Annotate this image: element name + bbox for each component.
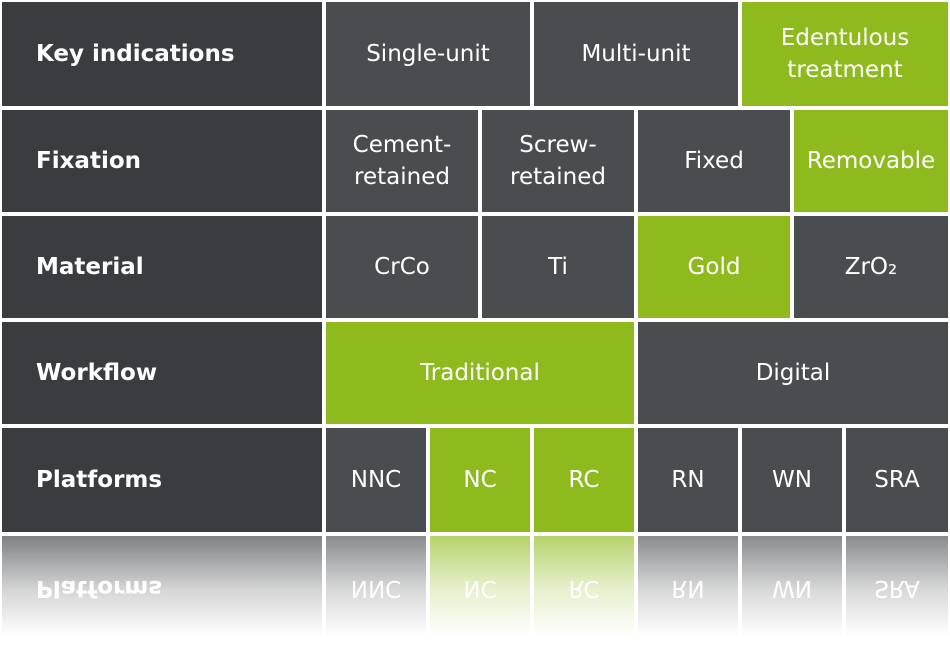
row-workflow: Workflow Traditional Digital bbox=[2, 322, 948, 424]
cell-text: Ti bbox=[548, 254, 568, 280]
reflection-text: NC bbox=[463, 575, 497, 601]
reflection-text: RC bbox=[568, 575, 600, 601]
cell-nc[interactable]: NC bbox=[430, 428, 530, 532]
cell-crco[interactable]: CrCo bbox=[326, 216, 478, 318]
row-key-indications: Key indications Single-unit Multi-unit E… bbox=[2, 2, 948, 106]
cell-text: Gold bbox=[687, 254, 741, 280]
cell-ti[interactable]: Ti bbox=[482, 216, 634, 318]
reflection-text: SRA bbox=[874, 575, 920, 601]
cell-text: NC bbox=[463, 467, 497, 493]
cell-text: RN bbox=[671, 467, 705, 493]
row-label: Key indications bbox=[2, 2, 322, 106]
cell-text: Screw-retained bbox=[510, 132, 606, 190]
cell-text: Multi-unit bbox=[581, 41, 691, 67]
row-label: Platforms bbox=[2, 428, 322, 532]
reflection-cell: SRA bbox=[846, 536, 948, 640]
cell-text: SRA bbox=[874, 467, 920, 493]
reflection-label: Platforms bbox=[2, 536, 322, 640]
cell-multi-unit[interactable]: Multi-unit bbox=[534, 2, 738, 106]
cell-removable[interactable]: Removable bbox=[794, 110, 948, 212]
platforms-reflection: Platforms NNC NC RC RN WN SRA bbox=[0, 536, 950, 654]
reflection-text: NNC bbox=[350, 575, 402, 601]
reflection-cell: WN bbox=[742, 536, 842, 640]
cell-screw-retained[interactable]: Screw-retained bbox=[482, 110, 634, 212]
cell-cement-retained[interactable]: Cement-retained bbox=[326, 110, 478, 212]
reflection-text: WN bbox=[772, 575, 812, 601]
row-fixation: Fixation Cement-retained Screw-retained … bbox=[2, 110, 948, 212]
cell-text: WN bbox=[772, 467, 812, 493]
cell-traditional[interactable]: Traditional bbox=[326, 322, 634, 424]
cell-text: CrCo bbox=[374, 254, 430, 280]
row-label: Fixation bbox=[2, 110, 322, 212]
cell-fixed[interactable]: Fixed bbox=[638, 110, 790, 212]
cell-sra[interactable]: SRA bbox=[846, 428, 948, 532]
cell-text: NNC bbox=[350, 467, 402, 493]
reflection-cell: NNC bbox=[326, 536, 426, 640]
cell-text: Digital bbox=[755, 360, 831, 386]
cell-digital[interactable]: Digital bbox=[638, 322, 948, 424]
cell-text: Traditional bbox=[420, 360, 540, 386]
row-label: Workflow bbox=[2, 322, 322, 424]
cell-wn[interactable]: WN bbox=[742, 428, 842, 532]
reflection-row: Platforms NNC NC RC RN WN SRA bbox=[2, 536, 948, 640]
reflection-text: RN bbox=[671, 575, 705, 601]
reflection-cell: RC bbox=[534, 536, 634, 640]
reflection-cell: RN bbox=[638, 536, 738, 640]
cell-text: Fixed bbox=[684, 148, 744, 174]
cell-text: ZrO₂ bbox=[844, 254, 898, 280]
row-platforms: Platforms NNC NC RC RN WN SRA bbox=[2, 428, 948, 532]
cell-rc[interactable]: RC bbox=[534, 428, 634, 532]
cell-nnc[interactable]: NNC bbox=[326, 428, 426, 532]
cell-text: Single-unit bbox=[366, 41, 490, 67]
cell-gold[interactable]: Gold bbox=[638, 216, 790, 318]
cell-rn[interactable]: RN bbox=[638, 428, 738, 532]
row-material: Material CrCo Ti Gold ZrO₂ bbox=[2, 216, 948, 318]
cell-text: Removable bbox=[806, 148, 936, 174]
cell-text: RC bbox=[568, 467, 600, 493]
cell-single-unit[interactable]: Single-unit bbox=[326, 2, 530, 106]
row-label: Material bbox=[2, 216, 322, 318]
cell-text: Cement-retained bbox=[352, 132, 452, 190]
reflection-cell: NC bbox=[430, 536, 530, 640]
cell-zro2[interactable]: ZrO₂ bbox=[794, 216, 948, 318]
